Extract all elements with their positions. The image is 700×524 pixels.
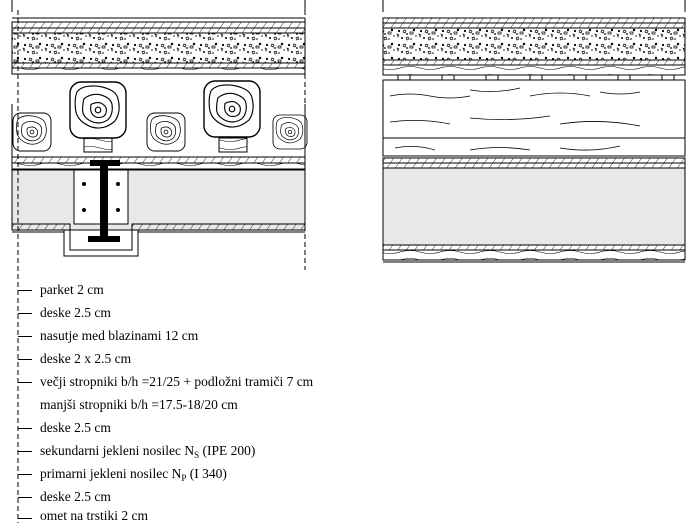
legend-subscript: P <box>181 473 187 483</box>
legend-item-omet: omet na trstiki 2 cm <box>40 508 148 523</box>
legend-item-manjsi-stropniki: manjši stropniki b/h =17.5-18/20 cm <box>40 397 238 412</box>
legend-subscript: S <box>194 450 200 460</box>
legend-tick <box>18 518 32 519</box>
legend-item-nasutje: nasutje med blazinami 12 cm <box>40 328 199 343</box>
legend-tick <box>18 359 32 360</box>
legend-item-deske: deske 2.5 cm <box>40 489 111 504</box>
legend-tick <box>18 313 32 314</box>
legend-item-deske: deske 2.5 cm <box>40 305 111 320</box>
legend-item-deske: deske 2.5 cm <box>40 420 111 435</box>
legend-tick <box>18 336 32 337</box>
left-section <box>11 0 308 523</box>
legend-text: (IPE 200) <box>199 443 256 458</box>
legend-text: sekundarni jekleni nosilec N <box>40 443 195 458</box>
right-section <box>382 0 686 263</box>
legend-text: (I 340) <box>186 466 227 481</box>
legend-tick <box>18 451 32 452</box>
legend-tick <box>18 474 32 475</box>
legend-text: primarni jekleni nosilec N <box>40 466 182 481</box>
legend-tick <box>18 428 32 429</box>
legend-item-deske-double: deske 2 x 2.5 cm <box>40 351 132 366</box>
legend-item-parket: parket 2 cm <box>40 282 104 297</box>
legend-item-vecji-stropniki: večji stropniki b/h =21/25 + podložni tr… <box>40 374 314 389</box>
legend-item-sekundarni-nosilec: sekundarni jekleni nosilec NS (IPE 200) <box>40 443 255 463</box>
legend-tick <box>18 382 32 383</box>
legend-item-primarni-nosilec: primarni jekleni nosilec NP (I 340) <box>40 466 227 486</box>
legend-tick <box>18 497 32 498</box>
legend-tick <box>18 290 32 291</box>
